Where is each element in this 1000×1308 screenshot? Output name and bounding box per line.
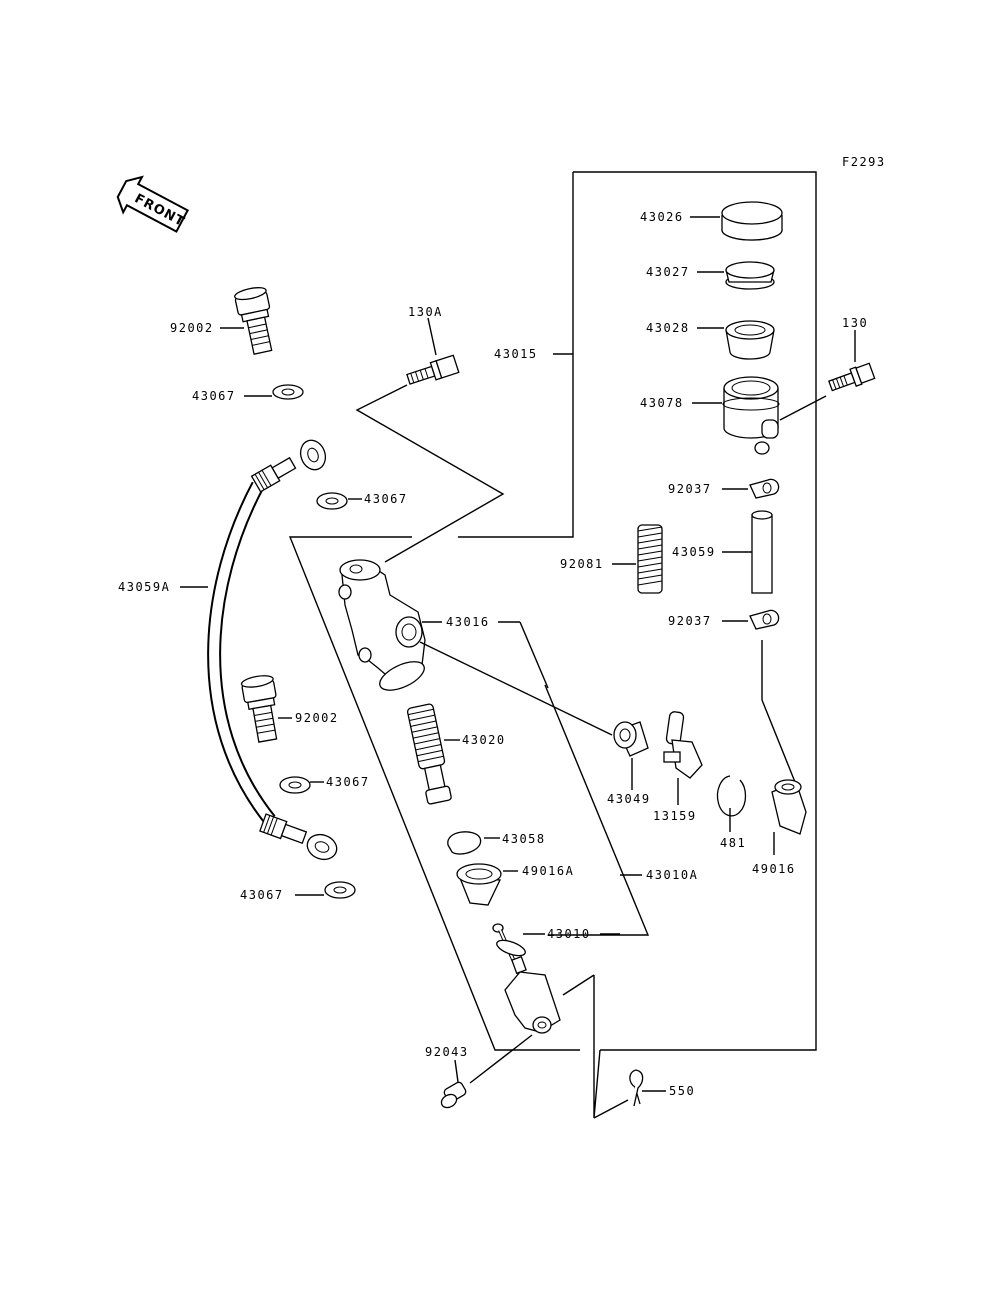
leader-130a-zig (355, 384, 505, 563)
leader-130-to-reservoir (779, 395, 827, 421)
label-92037-bot: 92037 (668, 614, 712, 628)
label-481: 481 (720, 836, 746, 850)
label-49016a: 49016A (522, 864, 574, 878)
assembly-bracket-break (593, 975, 601, 1119)
hose-clamp-top (749, 478, 780, 499)
reservoir-hose (751, 510, 773, 594)
assembly-diag-1 (562, 974, 595, 996)
label-43028: 43028 (646, 321, 690, 335)
leader-92043-to-clevis (469, 1034, 533, 1084)
washer-b (316, 492, 348, 510)
label-43059a: 43059A (118, 580, 170, 594)
label-43020: 43020 (462, 733, 506, 747)
fitting-43049 (613, 721, 649, 757)
fitting-13159 (663, 711, 703, 779)
reservoir-cap (721, 201, 783, 241)
cotter-pin (629, 1069, 644, 1107)
banjo-bolt-top (234, 287, 273, 355)
label-43067-c: 43067 (326, 775, 370, 789)
label-43010a: 43010A (646, 868, 698, 882)
label-92002-mid: 92002 (295, 711, 339, 725)
label-13159: 13159 (653, 809, 697, 823)
assembly-diag-2 (544, 684, 650, 936)
label-43058: 43058 (502, 832, 546, 846)
label-43067-d: 43067 (240, 888, 284, 902)
master-cylinder (338, 559, 426, 691)
reservoir-plate (725, 261, 775, 290)
label-43049: 43049 (607, 792, 651, 806)
spring (637, 524, 663, 594)
label-43027: 43027 (646, 265, 690, 279)
label-43015: 43015 (494, 347, 538, 361)
label-550: 550 (669, 1084, 695, 1098)
washer-a (272, 384, 304, 400)
label-92043: 92043 (425, 1045, 469, 1059)
boot-49016a (456, 863, 502, 906)
grommet-49016 (771, 779, 807, 835)
banjo-bolt-mid (240, 675, 278, 743)
clevis-pin (440, 1081, 467, 1109)
label-43067-a: 43067 (192, 389, 236, 403)
leader-43016-to-43049 (419, 641, 613, 736)
push-rod (492, 923, 561, 1034)
leader-92043 (454, 1059, 459, 1083)
label-49016: 49016 (752, 862, 796, 876)
hose-clamp-bottom (749, 609, 780, 630)
label-43026: 43026 (640, 210, 684, 224)
label-43078: 43078 (640, 396, 684, 410)
washer-d (324, 881, 356, 899)
leader-92037-to-49016-b (761, 699, 796, 783)
label-43059: 43059 (672, 545, 716, 559)
leader-130a (427, 317, 437, 356)
bolt-130a (406, 354, 460, 385)
reservoir (722, 376, 780, 455)
label-130a: 130A (408, 305, 443, 319)
label-43010: 43010 (547, 927, 591, 941)
label-92037-top: 92037 (668, 482, 712, 496)
diaphragm (725, 320, 775, 360)
assembly-bracket (288, 536, 580, 1051)
leader-550-zig (593, 1099, 629, 1119)
front-arrow-icon: FRONT (116, 175, 190, 233)
washer-c (279, 776, 311, 794)
label-92002-top: 92002 (170, 321, 214, 335)
figure-code: F2293 (842, 155, 886, 169)
label-130: 130 (842, 316, 868, 330)
piston-assembly (406, 703, 452, 805)
circlip (716, 775, 747, 817)
label-43016: 43016 (446, 615, 490, 629)
clip-43058 (447, 831, 482, 855)
bolt-130 (828, 362, 876, 392)
assembly-outline (573, 171, 817, 1051)
brake-hose (207, 439, 338, 861)
assembly-outline-left (458, 172, 574, 538)
leader-43016-diag (519, 621, 549, 689)
label-92081: 92081 (560, 557, 604, 571)
label-43067-b: 43067 (364, 492, 408, 506)
